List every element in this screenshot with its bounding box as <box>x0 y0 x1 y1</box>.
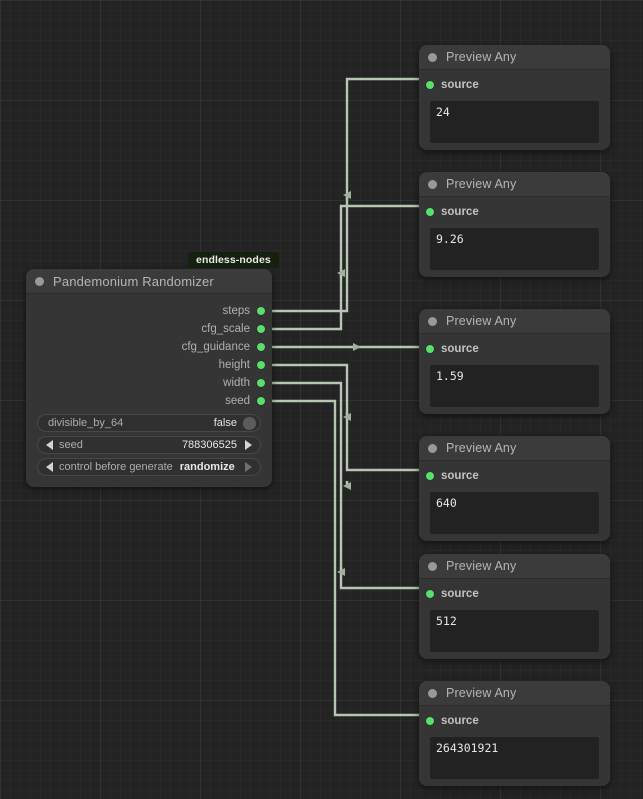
input-label: source <box>441 343 479 355</box>
widget-value[interactable]: randomize <box>179 461 235 473</box>
port-dot-icon[interactable] <box>257 379 265 387</box>
node-title-label: Preview Any <box>446 441 517 455</box>
preview-value-textbox[interactable]: 512 <box>430 610 599 652</box>
collapse-dot-icon[interactable] <box>428 443 437 453</box>
input-label: source <box>441 588 479 600</box>
port-dot-icon[interactable] <box>426 472 434 480</box>
output-port-steps[interactable]: steps <box>26 302 272 320</box>
preview-value-textbox[interactable]: 1.59 <box>430 365 599 407</box>
node-title-bar[interactable]: Preview Any <box>419 309 610 334</box>
wire-cfg-scale <box>268 204 424 331</box>
collapse-dot-icon[interactable] <box>428 179 437 189</box>
toggle-knob-icon[interactable] <box>243 416 256 430</box>
input-label: source <box>441 206 479 218</box>
node-title-bar[interactable]: Preview Any <box>419 436 610 461</box>
arrow-right-icon[interactable] <box>245 462 252 472</box>
node-title-label: Preview Any <box>446 177 517 191</box>
node-preview-any-4[interactable]: Preview Any source 640 <box>419 436 610 541</box>
port-dot-icon[interactable] <box>426 717 434 725</box>
node-preview-any-3[interactable]: Preview Any source 1.59 <box>419 309 610 414</box>
collapse-dot-icon[interactable] <box>35 276 44 286</box>
output-port-height[interactable]: height <box>26 356 272 374</box>
node-pandemonium-randomizer[interactable]: Pandemonium Randomizer steps cfg_scale c… <box>26 269 272 487</box>
node-title-bar[interactable]: Preview Any <box>419 45 610 70</box>
input-port-source[interactable]: source <box>419 467 479 485</box>
widget-control-before-generate[interactable]: control before generate randomize <box>37 458 261 476</box>
node-body: source 24 <box>419 70 610 150</box>
port-dot-icon[interactable] <box>426 208 434 216</box>
node-title-label: Preview Any <box>446 50 517 64</box>
output-label: height <box>218 359 250 371</box>
output-label: steps <box>222 305 251 317</box>
port-dot-icon[interactable] <box>257 361 265 369</box>
preview-value-textbox[interactable]: 264301921 <box>430 737 599 779</box>
node-title-label: Preview Any <box>446 559 517 573</box>
node-pack-badge: endless-nodes <box>188 252 279 268</box>
port-dot-icon[interactable] <box>257 325 265 333</box>
widget-value: false <box>213 417 237 429</box>
input-port-source[interactable]: source <box>419 340 479 358</box>
collapse-dot-icon[interactable] <box>428 561 437 571</box>
node-body: source 264301921 <box>419 706 610 786</box>
arrow-left-icon[interactable] <box>46 440 53 450</box>
collapse-dot-icon[interactable] <box>428 688 437 698</box>
preview-value-textbox[interactable]: 9.26 <box>430 228 599 270</box>
preview-value-textbox[interactable]: 24 <box>430 101 599 143</box>
output-port-cfg-scale[interactable]: cfg_scale <box>26 320 272 338</box>
output-label: cfg_scale <box>201 323 250 335</box>
widget-label: seed <box>59 439 83 451</box>
input-port-source[interactable]: source <box>419 712 479 730</box>
output-port-seed[interactable]: seed <box>26 392 272 410</box>
widget-label: divisible_by_64 <box>48 417 124 429</box>
wire-height <box>268 363 424 472</box>
widget-divisible-by-64[interactable]: divisible_by_64 false <box>37 414 261 432</box>
wire-width <box>268 381 424 590</box>
input-label: source <box>441 470 479 482</box>
widget-label: control before generate <box>59 461 173 473</box>
input-label: source <box>441 79 479 91</box>
widget-seed[interactable]: seed 788306525 <box>37 436 261 454</box>
arrow-right-icon[interactable] <box>245 440 252 450</box>
input-port-source[interactable]: source <box>419 585 479 603</box>
node-title-bar[interactable]: Preview Any <box>419 554 610 579</box>
port-dot-icon[interactable] <box>257 397 265 405</box>
node-body: source 9.26 <box>419 197 610 277</box>
output-port-width[interactable]: width <box>26 374 272 392</box>
collapse-dot-icon[interactable] <box>428 52 437 62</box>
port-dot-icon[interactable] <box>426 81 434 89</box>
port-dot-icon[interactable] <box>426 345 434 353</box>
node-title-bar[interactable]: Preview Any <box>419 172 610 197</box>
node-body: source 512 <box>419 579 610 659</box>
node-preview-any-2[interactable]: Preview Any source 9.26 <box>419 172 610 277</box>
arrow-left-icon[interactable] <box>46 462 53 472</box>
wire-seed <box>268 399 424 717</box>
port-dot-icon[interactable] <box>257 343 265 351</box>
output-port-cfg-guidance[interactable]: cfg_guidance <box>26 338 272 356</box>
collapse-dot-icon[interactable] <box>428 316 437 326</box>
output-label: cfg_guidance <box>181 341 250 353</box>
node-title-label: Pandemonium Randomizer <box>53 273 214 289</box>
node-preview-any-6[interactable]: Preview Any source 264301921 <box>419 681 610 786</box>
node-body: source 640 <box>419 461 610 541</box>
node-title-label: Preview Any <box>446 686 517 700</box>
node-body: source 1.59 <box>419 334 610 414</box>
node-title-bar[interactable]: Preview Any <box>419 681 610 706</box>
node-title-bar[interactable]: Pandemonium Randomizer <box>26 269 272 294</box>
output-label: width <box>223 377 250 389</box>
output-label: seed <box>225 395 250 407</box>
node-preview-any-5[interactable]: Preview Any source 512 <box>419 554 610 659</box>
port-dot-icon[interactable] <box>426 590 434 598</box>
input-label: source <box>441 715 479 727</box>
preview-value-textbox[interactable]: 640 <box>430 492 599 534</box>
input-port-source[interactable]: source <box>419 76 479 94</box>
widget-value[interactable]: 788306525 <box>181 439 237 451</box>
port-dot-icon[interactable] <box>257 307 265 315</box>
node-preview-any-1[interactable]: Preview Any source 24 <box>419 45 610 150</box>
input-port-source[interactable]: source <box>419 203 479 221</box>
wire-steps <box>268 77 424 313</box>
node-title-label: Preview Any <box>446 314 517 328</box>
